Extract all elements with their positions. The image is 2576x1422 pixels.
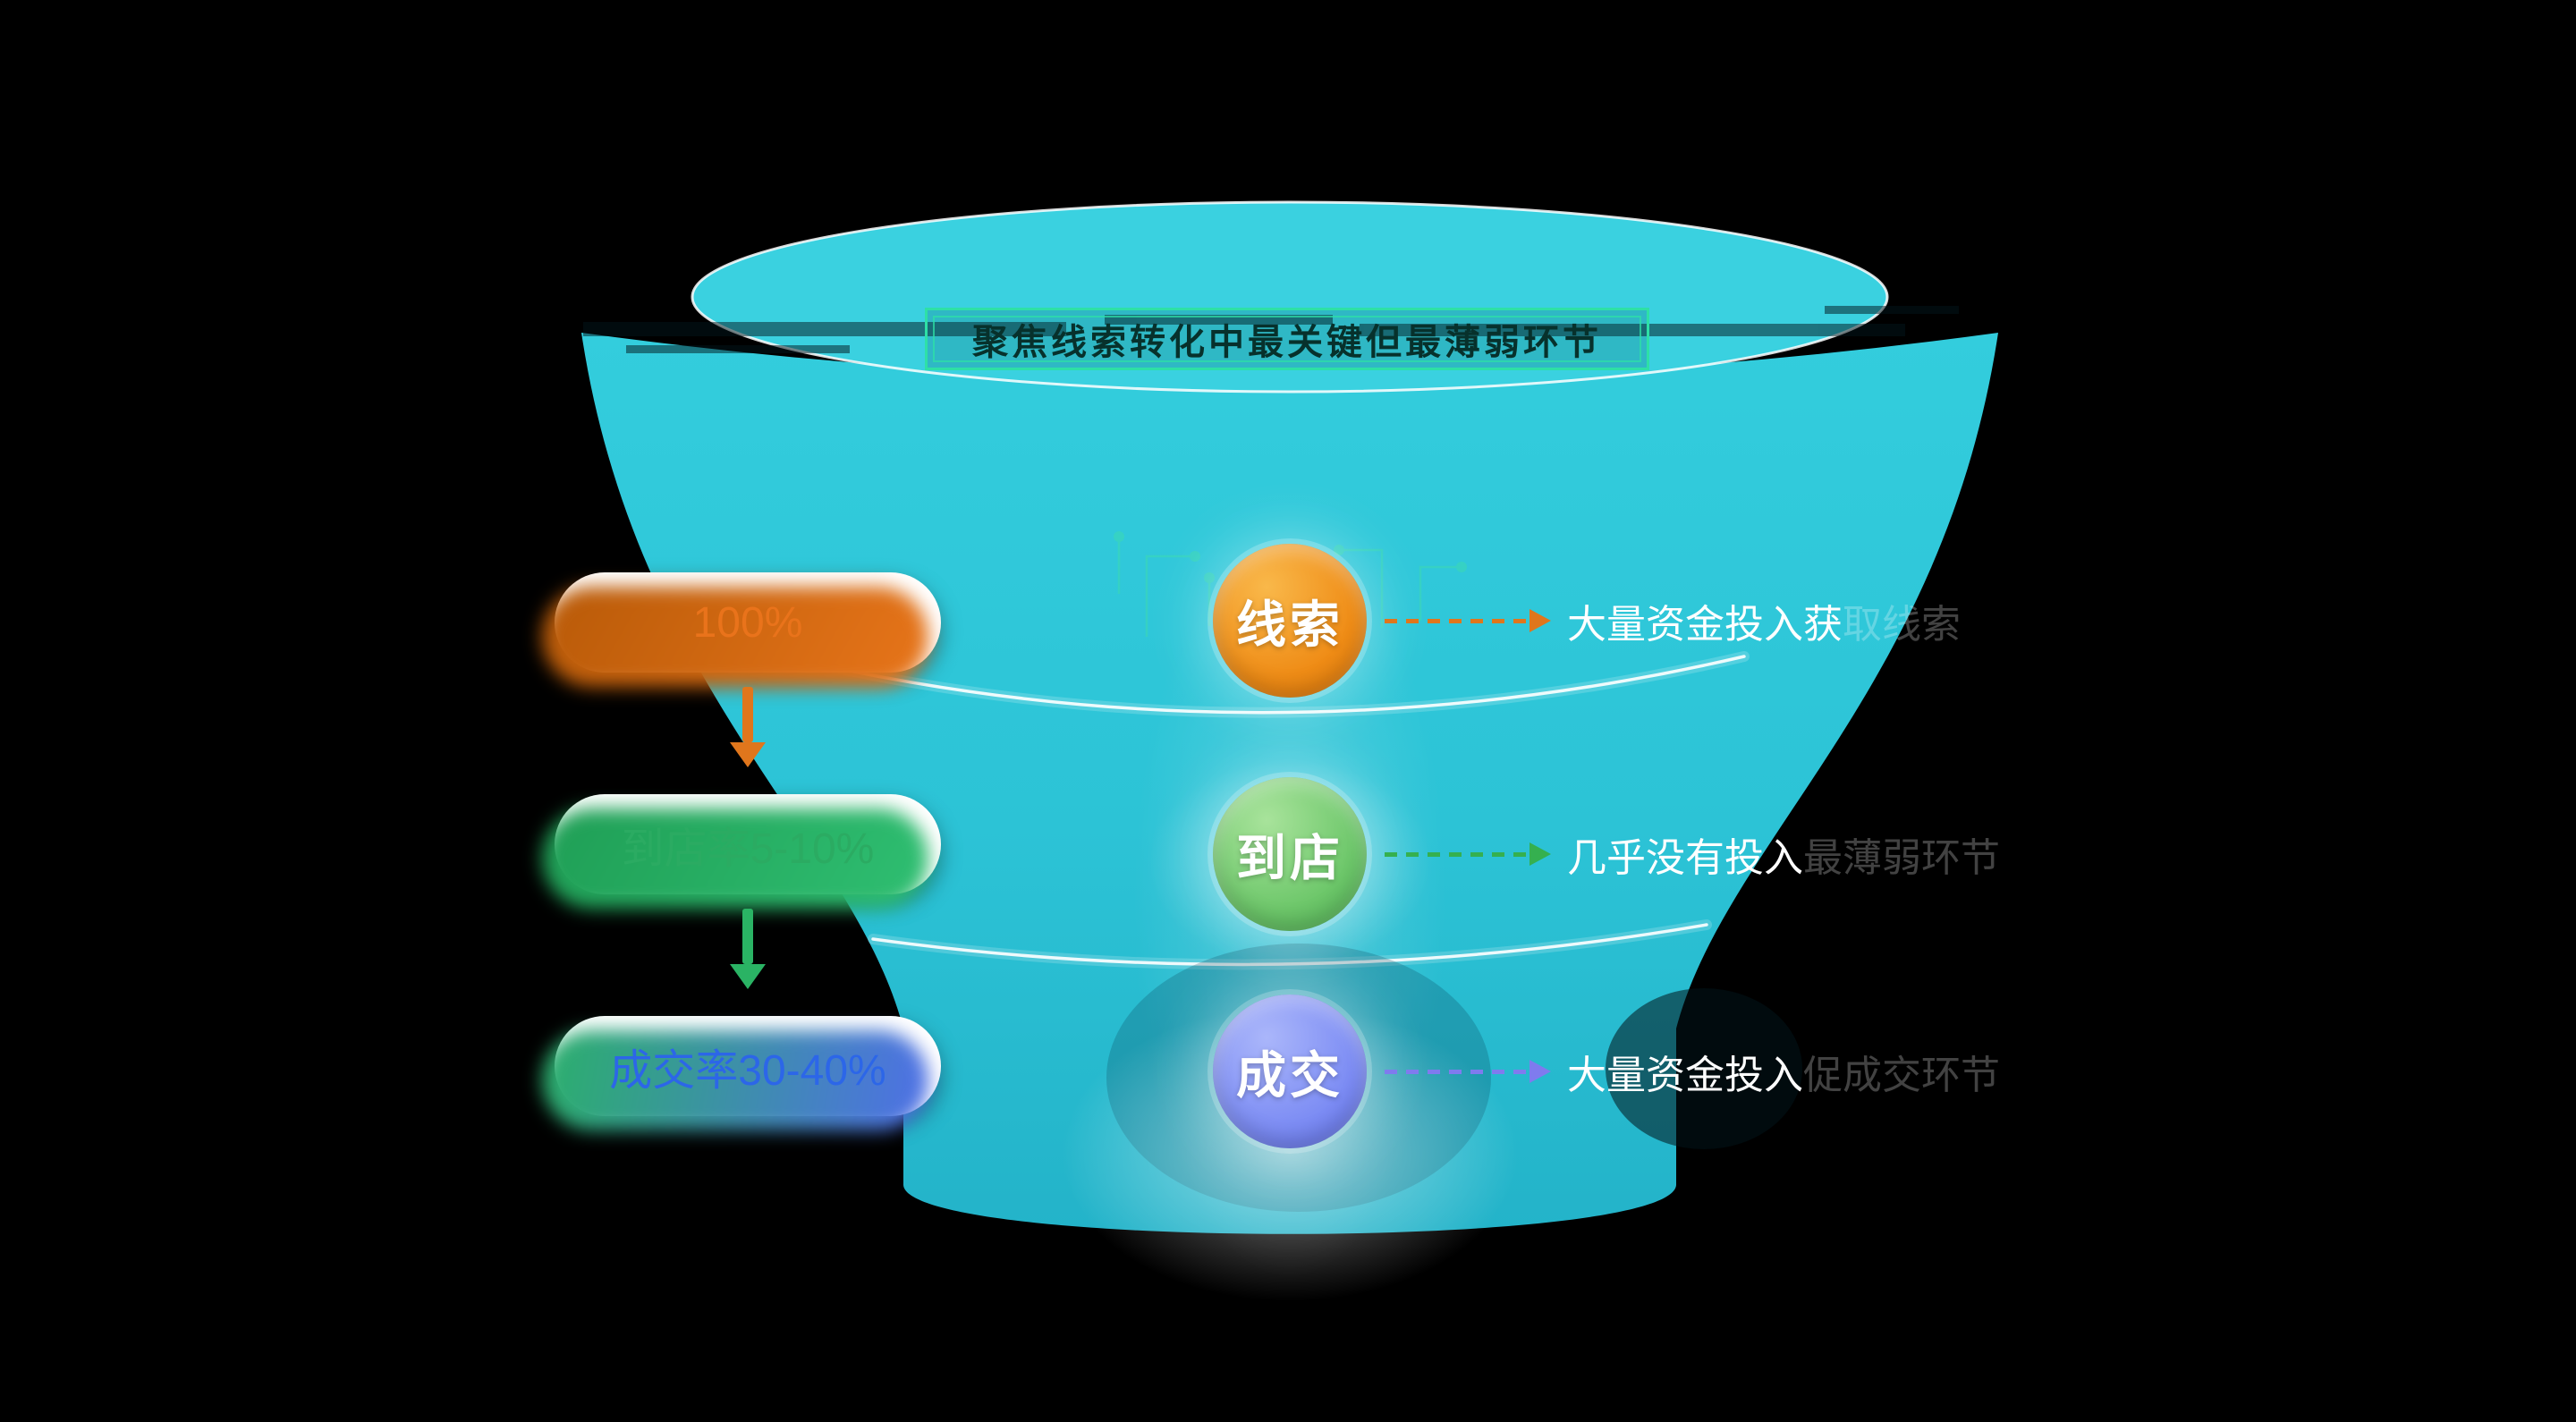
flow-arrow-head: [730, 742, 766, 767]
stage3-annotation: 大量资金投入促成交环节: [1385, 1046, 2000, 1097]
annotation-faint-text: 取线索: [1843, 603, 1961, 647]
stage2-badge: 到店: [1213, 777, 1367, 931]
stage3-rate-label: 成交率30-40%: [609, 1047, 886, 1095]
flow-arrow-shaft: [742, 687, 753, 742]
stage2-annotation-text: 几乎没有投入最薄弱环节: [1567, 825, 2000, 883]
funnel-rim: [691, 200, 1889, 394]
stage1-badge: 线索: [1213, 544, 1367, 698]
dashed-arrow-head: [1530, 842, 1551, 866]
stage1-annotation: 大量资金投入获取线索: [1385, 596, 1961, 647]
stage1-badge-label: 线索: [1236, 596, 1343, 653]
stage1-rate-pill: 100%: [555, 572, 941, 673]
stage2-badge-label: 到店: [1236, 829, 1343, 886]
stage3-badge-label: 成交: [1236, 1046, 1343, 1104]
stage3-annotation-text: 大量资金投入促成交环节: [1567, 1043, 2000, 1100]
flow-arrow-head: [730, 964, 766, 989]
stage3-badge: 成交: [1213, 995, 1367, 1148]
title-box: 聚焦线索转化中最关键但最薄弱环节: [925, 308, 1649, 370]
edge-glitch-blob: [1606, 988, 1802, 1149]
annotation-faint-text: 最薄弱环节: [1803, 836, 2000, 880]
glitch-streaks: [583, 306, 1959, 353]
stage2-rate-pill: 到店率5-10%: [555, 794, 941, 894]
bottom-glow: [1062, 1006, 1518, 1301]
stage1-rate-label: 100%: [692, 598, 803, 647]
dashed-arrow-line: [1385, 851, 1528, 857]
annotation-main-text: 大量资金投入获: [1567, 603, 1843, 647]
flow-arrow-stage1-to-stage2: [723, 687, 773, 767]
dashed-arrow-head: [1530, 609, 1551, 632]
dashed-arrow-head: [1530, 1060, 1551, 1083]
flow-arrow-shaft: [742, 909, 753, 964]
annotation-main-text: 大量资金投入: [1567, 1054, 1803, 1097]
stage2-annotation: 几乎没有投入最薄弱环节: [1385, 829, 2000, 880]
stage1-annotation-text: 大量资金投入获取线索: [1567, 592, 1961, 649]
dashed-arrow-line: [1385, 1069, 1528, 1074]
stage3-rate-pill: 成交率30-40%: [555, 1016, 941, 1116]
stage2-rate-label: 到店率5-10%: [621, 825, 875, 873]
circuit-decoration: [1114, 531, 1467, 637]
flow-arrow-stage2-to-stage3: [723, 909, 773, 989]
annotation-main-text: 几乎没有投入: [1567, 836, 1803, 880]
title-text: 聚焦线索转化中最关键但最薄弱环节: [972, 323, 1602, 362]
dashed-arrow-line: [1385, 618, 1528, 623]
annotation-faint-text: 促成交环节: [1803, 1054, 2000, 1097]
